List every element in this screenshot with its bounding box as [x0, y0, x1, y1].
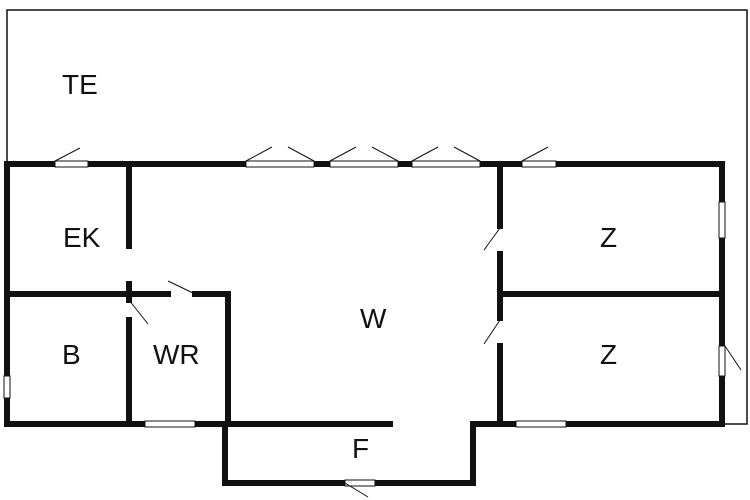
room-label-terrace: TE — [62, 69, 98, 100]
bedroom-door-right — [718, 345, 726, 377]
patio-door-3 — [411, 160, 481, 168]
room-label-kitchen: EK — [63, 222, 101, 253]
bedroom-window-bottom — [515, 420, 567, 428]
toilet-window-bottom — [144, 420, 196, 428]
room-label-bedroom-2: Z — [600, 339, 617, 370]
room-label-bathroom: B — [62, 339, 81, 370]
room-label-toilet: WR — [153, 339, 200, 370]
entrance-door — [344, 479, 376, 487]
patio-door-1 — [245, 160, 315, 168]
kitchen-window — [54, 160, 89, 168]
terrace-outline — [6, 9, 748, 425]
bedroom-window-right — [718, 201, 726, 239]
bedroom-door-top — [521, 160, 557, 168]
room-label-hall: F — [352, 433, 369, 464]
bathroom-window-left — [3, 375, 11, 399]
door-swings — [54, 146, 742, 498]
room-labels: TE EK W Z Z B WR F — [62, 69, 617, 464]
room-label-bedroom-1: Z — [600, 222, 617, 253]
room-label-living: W — [360, 303, 387, 334]
openings — [3, 160, 726, 487]
patio-door-2 — [329, 160, 399, 168]
